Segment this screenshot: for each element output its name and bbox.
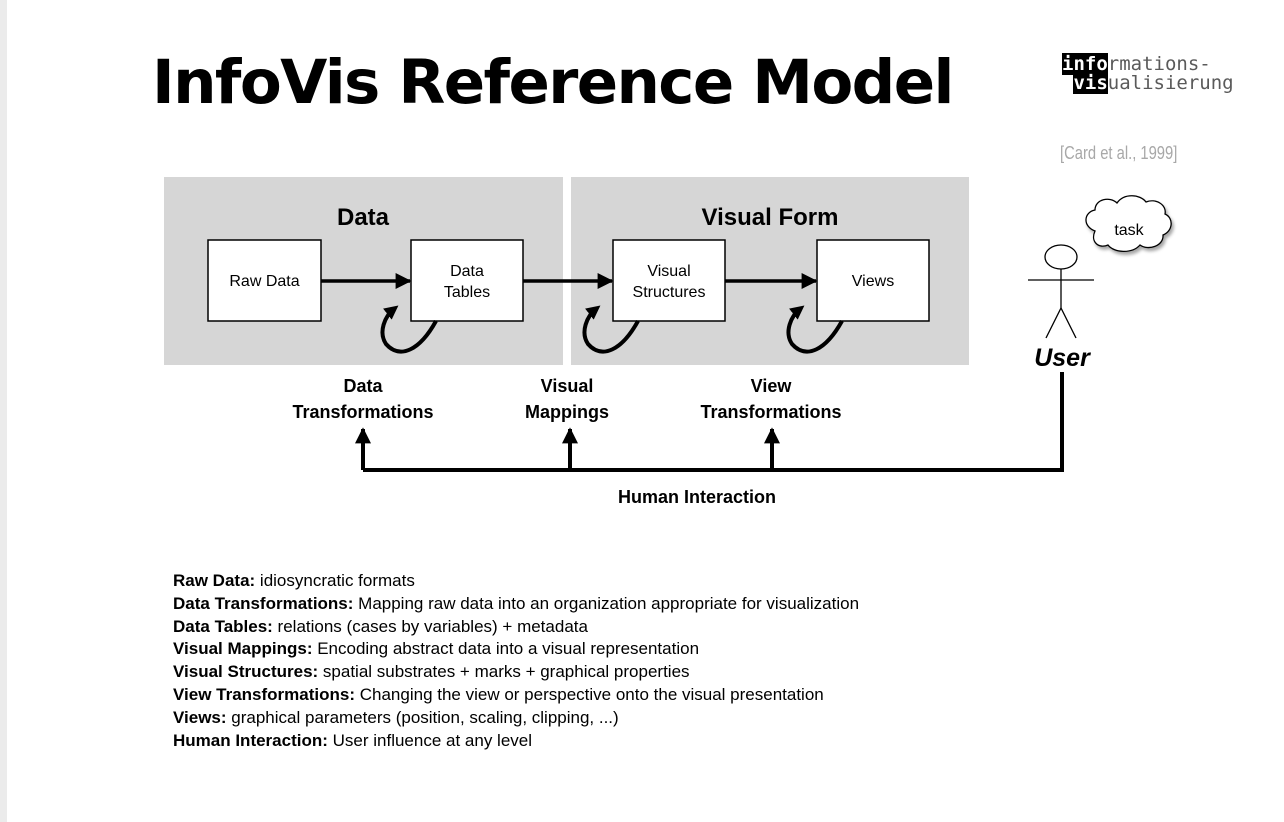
views-label: Views: [852, 273, 894, 290]
glossary-term: Views:: [173, 707, 227, 727]
visual-form-panel-title: Visual Form: [702, 204, 839, 231]
data-tables-box: [410, 239, 524, 322]
glossary-item: Visual Mappings: Encoding abstract data …: [173, 638, 859, 661]
slide-edge-strip: [0, 0, 7, 822]
slide-title: InfoVis Reference Model: [152, 47, 954, 118]
glossary-term: Visual Mappings:: [173, 639, 313, 659]
glossary-definition: spatial substrates + marks + graphical p…: [318, 662, 690, 682]
glossary-term: View Transformations:: [173, 684, 356, 704]
glossary-definition: Changing the view or perspective onto th…: [355, 684, 824, 704]
informationsvisualisierung-logo: informations- visualisierung: [1062, 53, 1234, 94]
logo-part: info: [1062, 53, 1108, 75]
glossary-term: Raw Data:: [173, 571, 256, 590]
glossary-item: Views: graphical parameters (position, s…: [173, 707, 859, 730]
glossary-term: Data Transformations:: [173, 593, 354, 613]
user-label: User: [1034, 344, 1091, 372]
data-tables-loop-arrow: [380, 305, 438, 354]
glossary-definition: Encoding abstract data into a visual rep…: [312, 639, 700, 659]
visual-mappings-label-line1: Visual: [541, 376, 594, 396]
glossary-definition: idiosyncratic formats: [255, 571, 415, 590]
human-interaction-line: [363, 372, 1064, 472]
visual-structures-label-line2: Structures: [633, 284, 706, 301]
glossary-term: Visual Structures:: [173, 662, 319, 682]
glossary-item: View Transformations: Changing the view …: [173, 684, 859, 707]
data-tables-label-line1: Data: [450, 263, 484, 280]
glossary-definition: Mapping raw data into an organization ap…: [353, 593, 860, 613]
raw-data-label: Raw Data: [229, 273, 299, 290]
logo-part: ualisierung: [1107, 72, 1234, 94]
visual-structures-loop-arrow: [582, 305, 640, 354]
visual-mappings-label-line2: Mappings: [525, 402, 609, 422]
glossary-definition: graphical parameters (position, scaling,…: [226, 707, 619, 727]
task-label: task: [1114, 222, 1144, 239]
glossary-item: Raw Data: idiosyncratic formats: [173, 570, 859, 593]
view-transformations-label-line1: View: [751, 376, 793, 396]
glossary-item: Data Tables: relations (cases by variabl…: [173, 616, 859, 639]
data-panel-title: Data: [337, 204, 390, 231]
logo-part: vis: [1073, 72, 1108, 94]
glossary-term: Data Tables:: [173, 616, 273, 636]
views-loop-arrow: [786, 305, 844, 354]
human-interaction-label: Human Interaction: [618, 487, 776, 507]
view-transformations-label-line2: Transformations: [700, 402, 841, 422]
user-figure-icon: [1028, 244, 1094, 339]
glossary-definition: User influence at any level: [327, 730, 533, 750]
data-transformations-label-line2: Transformations: [292, 402, 433, 422]
glossary-item: Data Transformations: Mapping raw data i…: [173, 593, 859, 616]
views-box: [816, 239, 930, 322]
task-cloud-icon: [1085, 195, 1172, 253]
citation: [Card et al., 1999]: [1060, 143, 1178, 163]
glossary-item: Human Interaction: User influence at any…: [173, 730, 859, 753]
glossary-item: Visual Structures: spatial substrates + …: [173, 661, 859, 684]
logo-part: rmations-: [1107, 53, 1211, 75]
visual-structures-box: [612, 239, 726, 322]
glossary-term: Human Interaction:: [173, 730, 328, 750]
visual-structures-label-line1: Visual: [647, 263, 690, 280]
glossary-definition: relations (cases by variables) + metadat…: [272, 616, 588, 636]
data-tables-label-line2: Tables: [444, 284, 490, 301]
data-transformations-label-line1: Data: [343, 376, 383, 396]
